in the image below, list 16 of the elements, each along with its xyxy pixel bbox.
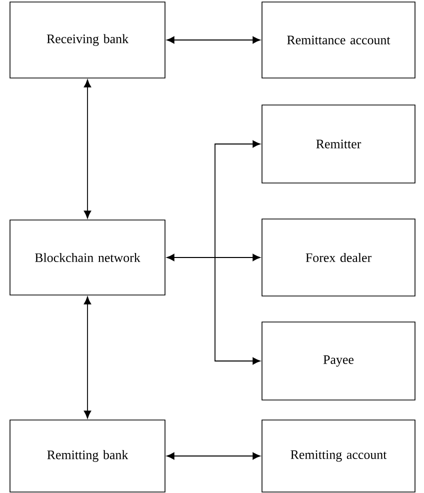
arrow — [84, 80, 92, 218]
process-box: Remittance account — [262, 2, 416, 78]
arrow — [214, 140, 260, 258]
process-box: Blockchain network — [10, 220, 166, 296]
process-box: Forex dealer — [262, 218, 416, 296]
process-box: Remitter — [262, 104, 416, 184]
arrow — [166, 36, 260, 44]
process-box: Receiving bank — [10, 2, 166, 78]
arrow — [84, 296, 92, 418]
arrow — [166, 452, 260, 460]
process-box: Payee — [262, 322, 416, 400]
arrow — [214, 257, 260, 365]
arrow — [214, 254, 260, 262]
process-box: Remitting bank — [10, 420, 166, 492]
arrow — [166, 254, 216, 262]
process-box: Remitting account — [262, 420, 416, 492]
